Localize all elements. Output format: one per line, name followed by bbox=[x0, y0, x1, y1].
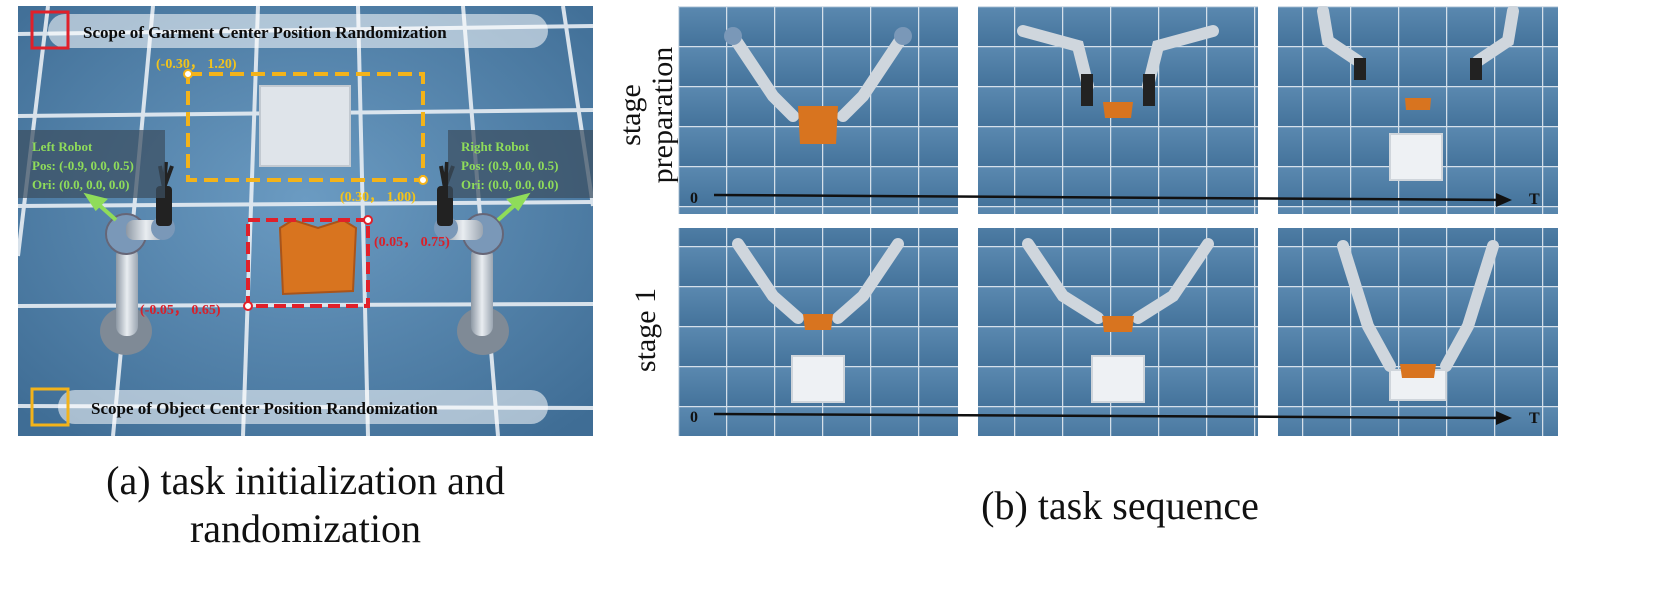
legend-object-bg bbox=[58, 390, 548, 424]
sequence-frames: 0 T 0 T bbox=[678, 6, 1558, 436]
right-robot-ori: Ori: (0.0, 0.0, 0.0) bbox=[461, 177, 558, 192]
right-robot-info-box bbox=[448, 130, 593, 198]
right-robot bbox=[434, 161, 509, 355]
legend-object-swatch bbox=[30, 387, 70, 427]
object-box bbox=[259, 85, 351, 167]
garment bbox=[278, 218, 358, 296]
caption-a-line2: randomization bbox=[189, 506, 422, 551]
robot-direction-arrows bbox=[83, 192, 531, 222]
caption-a: (a) task initialization and randomizatio… bbox=[18, 457, 593, 553]
garment-corner-marker-bl bbox=[243, 301, 253, 311]
object-corner-marker-br bbox=[418, 175, 428, 185]
object-scope-rect bbox=[186, 72, 425, 182]
caption-a-line1: (a) task initialization and bbox=[106, 458, 505, 503]
frame-row1-col2 bbox=[978, 6, 1258, 214]
legend-garment-text: Scope of Garment Center Position Randomi… bbox=[83, 23, 447, 42]
garment-corner-label-bl: (-0.05， 0.65) bbox=[140, 303, 221, 318]
row1-axis-start: 0 bbox=[690, 190, 698, 207]
left-robot bbox=[100, 161, 175, 355]
garment-scope-rect bbox=[246, 218, 370, 308]
garment-corner-marker-tr bbox=[363, 215, 373, 225]
object-corner-label-tl: (-0.30， 1.20) bbox=[156, 57, 237, 72]
garment-corner-label-tr: (0.05， 0.75) bbox=[374, 235, 450, 250]
frame-row1-col1 bbox=[678, 6, 958, 214]
frame-row1-col3 bbox=[1278, 6, 1558, 214]
frame-row2-col3 bbox=[1278, 228, 1558, 436]
timeline-row2 bbox=[713, 411, 1512, 425]
left-robot-ori: Ori: (0.0, 0.0, 0.0) bbox=[32, 177, 129, 192]
row2-axis-start: 0 bbox=[690, 409, 698, 426]
object-corner-marker-tl bbox=[183, 69, 193, 79]
legend-garment-swatch bbox=[30, 10, 70, 50]
panel-a-scene: Scope of Garment Center Position Randomi… bbox=[18, 6, 593, 436]
row1-axis-end: T bbox=[1529, 191, 1540, 208]
frame-row2-col1 bbox=[678, 228, 958, 436]
object-corner-label-br: (0.30， 1.00) bbox=[340, 190, 416, 205]
left-robot-pos: Pos: (-0.9, 0.0, 0.5) bbox=[32, 158, 134, 173]
row2-label-line1: stage 1 bbox=[629, 287, 662, 373]
left-robot-title: Left Robot bbox=[32, 139, 93, 154]
timeline-row1 bbox=[713, 193, 1512, 207]
row1-label-line1: stage bbox=[614, 84, 647, 146]
panel-a: Scope of Garment Center Position Randomi… bbox=[18, 6, 593, 436]
left-robot-info-box bbox=[18, 130, 165, 198]
row1-label-line2: preparation bbox=[646, 46, 679, 184]
row2-axis-end: T bbox=[1529, 410, 1540, 427]
frame-row2-col2 bbox=[978, 228, 1258, 436]
right-robot-title: Right Robot bbox=[461, 139, 530, 154]
right-robot-pos: Pos: (0.9, 0.0, 0.5) bbox=[461, 158, 559, 173]
legend-garment-bg bbox=[48, 14, 548, 48]
legend-object-text: Scope of Object Center Position Randomiz… bbox=[91, 399, 438, 418]
row2-stage-label: stage 1 bbox=[629, 260, 670, 400]
caption-b: (b) task sequence bbox=[981, 483, 1259, 528]
row1-stage-label: stage preparation bbox=[614, 25, 685, 205]
